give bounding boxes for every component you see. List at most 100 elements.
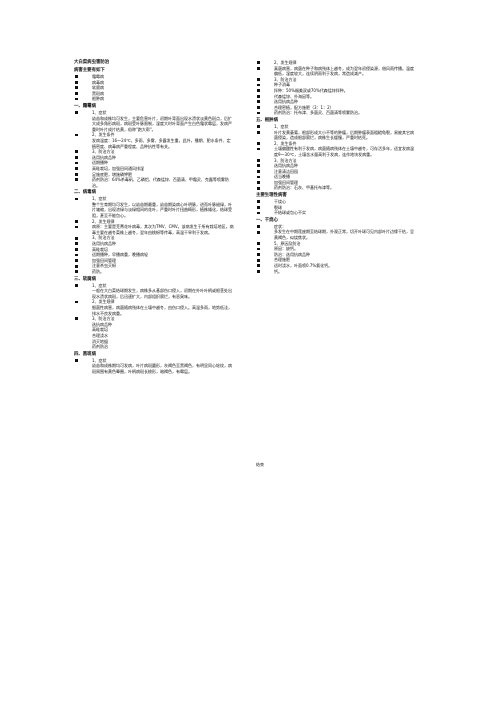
bullet-text: 注意清洁田园: [274, 168, 298, 174]
bullet-text: 干烧心: [274, 199, 286, 205]
bullet-item: 加强田间管理: [256, 180, 414, 186]
section-heading: 三、软腐病: [74, 276, 96, 282]
bullet-text: 裂球: [274, 204, 282, 210]
bullet-item: 合理施肥: [256, 257, 414, 263]
bullet-text: 多发生在中期莲座期至结球期，外观正常，切开叶球可见内部叶片边缘干枯，呈黄褐色，似…: [274, 229, 414, 241]
bullet-text: 钙。: [274, 268, 282, 274]
bullet-square-icon: [75, 133, 78, 137]
bullet-item: 2、发生规律: [74, 219, 234, 225]
bullet-item: 药防。: [74, 269, 234, 275]
bullet-item: 1、症状: [74, 358, 234, 364]
bullet-text: 土壤偏酸性有利于发病，病菌随病残体在土壤中越冬，可存活多年，适宜发病温度9～30…: [274, 146, 414, 157]
bullet-text: 3、防治方法: [274, 157, 297, 163]
bullet-square-icon: [75, 259, 78, 262]
paragraph: 消灭地蛆: [92, 338, 108, 344]
paragraph: 细菌性病害，病菌随病残体在土壤中越冬，由伤口侵入。高温多雨，地势低洼，排水不良发…: [92, 304, 232, 316]
bullet-item: 1、症状: [256, 124, 414, 130]
bullet-square-icon: [75, 150, 78, 154]
bullet-square-icon: [257, 100, 260, 104]
bullet-square-icon: [257, 169, 260, 173]
bullet-square-icon: [75, 219, 78, 223]
bullet-square-icon: [75, 172, 78, 176]
section-heading: 二、病毒病: [74, 190, 96, 196]
paragraph: 整个生育期均可发生，以幼苗期最重，幼苗期染病心叶明脉，进而叶脉褪绿，叶片皱缩，出…: [92, 201, 232, 219]
bullet-text: 叶片发黄萎蔫，根部形成大小不等的肿瘤，后期肿瘤表面粗糙龟裂，易被其它病菌侵染，造…: [274, 129, 414, 141]
bullet-item: 多发生在中期莲座期至结球期，外观正常，切开叶球可见内部叶片边缘干枯，呈黄褐色，似…: [256, 229, 414, 240]
bullet-square-icon: [75, 225, 78, 229]
bullet-text: 防治：选用抗病品种: [274, 251, 310, 257]
bullet-square-icon: [257, 142, 260, 145]
bullet-square-icon: [75, 264, 78, 268]
bullet-item: 足施底肥，增施磷钾肥: [74, 172, 234, 178]
bullet-text: 种子消毒: [274, 82, 290, 88]
bullet-square-icon: [75, 197, 78, 201]
bullet-item: 叶片发黄萎蔫，根部形成大小不等的肿瘤，后期肿瘤表面粗糙龟裂，易被其它病菌侵染，造…: [256, 130, 414, 141]
bullet-square-icon: [75, 97, 78, 101]
bullet-item: 3、防治方法: [74, 149, 234, 155]
section-heading: 一、霜霉病: [74, 103, 96, 109]
bullet-item: 拌种：50%福美双或70%代森锰锌拌种。: [256, 88, 414, 94]
paragraph: 药剂防治: [92, 344, 108, 350]
bullet-item: 3、防治方法: [74, 235, 234, 241]
bullet-square-icon: [257, 158, 260, 162]
bullet-text: 选用抗病品种: [92, 241, 116, 247]
section-intro: 病害主要有如下: [74, 68, 105, 73]
bullet-item: 种子消毒: [256, 82, 414, 88]
bullet-text: 1、症状: [274, 123, 289, 129]
bullet-item: 加强田间管理: [74, 258, 234, 264]
bullet-text: 根肿病: [92, 96, 104, 102]
bullet-item: 适当晚播: [256, 174, 414, 180]
section-heading: 一、干烧心: [256, 217, 278, 223]
bullet-item: 1、症状: [74, 283, 234, 289]
bullet-text: 1、症状: [92, 196, 107, 202]
bullet-square-icon: [257, 94, 260, 98]
bullet-square-icon: [75, 317, 78, 321]
bullet-square-icon: [257, 130, 260, 134]
bullet-text: 适时浇水，叶面喷0.7%氯化钙。: [274, 263, 333, 268]
bullet-square-icon: [257, 111, 260, 115]
bullet-text: 真菌病害，病菌在种子和病残体上越冬，成为翌年初侵染源，借风雨传播。温度偏低，湿度…: [274, 65, 414, 77]
paragraph: 合理浇水: [92, 332, 108, 338]
bullet-text: 合理密植，配方施肥（3：1：2）: [274, 104, 334, 110]
bullet-square-icon: [75, 236, 78, 240]
bullet-text: 加强田间管理: [92, 257, 116, 263]
bullet-item: 2、发生条件: [256, 141, 414, 147]
bullet-text: 病原：主要是芜菁花叶病毒，其次为TMV、CMV。该病发生于所有栽培地区，病毒主要…: [92, 224, 234, 235]
bullet-item: 选用抗病品种: [256, 163, 414, 169]
bullet-item: 钙。: [256, 269, 414, 275]
bullet-text: 2、发生条件: [92, 132, 115, 138]
bullet-item: 适期播种: [74, 160, 234, 166]
bullet-item: 2、发生规律: [256, 60, 414, 66]
bullet-text: 病毒病: [92, 79, 104, 85]
bullet-item: 注意清洁田园: [256, 169, 414, 175]
bullet-item: 代森锰锌、扑海因等。: [256, 94, 414, 100]
bullet-square-icon: [75, 92, 78, 95]
bullet-square-icon: [75, 359, 78, 362]
paragraph: 一般在大白菜结球期发生，病株多从基部伤口侵入，初期在外叶叶柄或根茎处出现水渍状病…: [92, 288, 232, 299]
bullet-item: 真菌病害，病菌在种子和病残体上越冬，成为翌年初侵染源，借风雨传播。温度偏低，湿度…: [256, 66, 414, 77]
bullet-square-icon: [75, 80, 78, 84]
bullet-item: 注意杀虫灭蚜: [74, 263, 234, 269]
bullet-item: 适期播种，早播病重，晚播病轻: [74, 252, 234, 258]
section-heading: 五、根肿病: [256, 117, 278, 123]
bullet-square-icon: [75, 270, 78, 274]
bullet-item: 合理密植，配方施肥（3：1：2）: [256, 105, 414, 111]
bullet-text: 药剂防治：64%杀毒矾、乙磷铝、代森锰锌、百菌清、甲霜灵、克露等喷雾防治。: [92, 177, 229, 188]
bullet-item: 高畦栽培，加强田间通风排湿: [74, 166, 234, 172]
paragraph: 高畦栽培: [92, 327, 108, 333]
bullet-item: 防治：选用抗病品种: [256, 252, 414, 258]
bullet-square-icon: [257, 200, 260, 204]
bullet-text: 拌种：50%福美双或70%代森锰锌拌种。: [274, 87, 348, 93]
bullet-item: 选用抗病品种: [256, 99, 414, 105]
bullet-square-icon: [257, 83, 260, 87]
bullet-square-icon: [75, 86, 78, 90]
bullet-square-icon: [75, 167, 78, 170]
bullet-square-icon: [257, 205, 260, 209]
bullet-square-icon: [75, 253, 78, 257]
bullet-square-icon: [75, 111, 78, 115]
bullet-item: 病原：主要是芜菁花叶病毒，其次为TMV、CMV。该病发生于所有栽培地区，病毒主要…: [74, 224, 234, 235]
end-marker: 结束: [256, 462, 264, 467]
bullet-text: 不结球或包心不实: [274, 210, 306, 216]
bullet-item: 3、防治方法: [74, 316, 234, 322]
